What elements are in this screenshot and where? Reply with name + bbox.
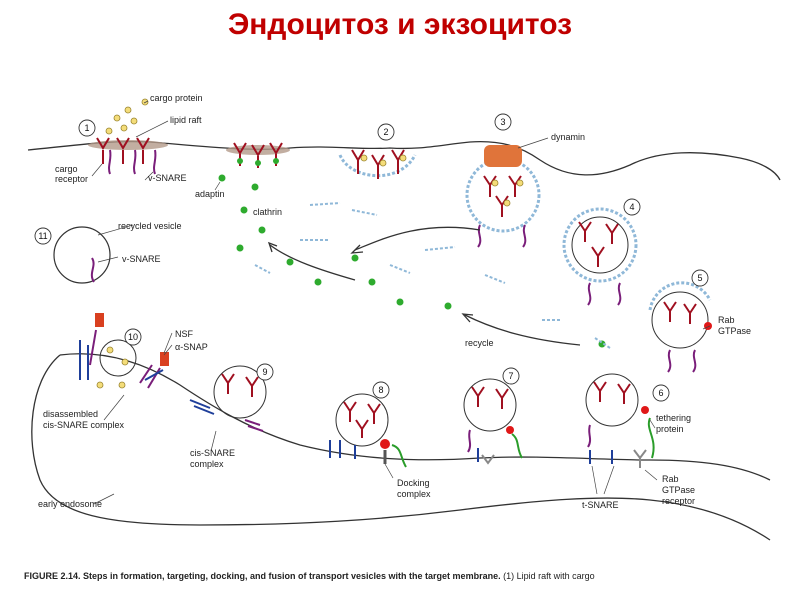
figure-caption: FIGURE 2.14. Steps in formation, targeti…: [24, 571, 784, 581]
label-rab-gtpase-1: Rab: [718, 315, 735, 325]
step-marker-2: 2: [377, 123, 395, 141]
label-early-endosome: early endosome: [38, 499, 102, 509]
coated-vesicle-step4: [562, 207, 638, 306]
step-marker-10: 10: [124, 328, 142, 346]
label-cargo-receptor-2: receptor: [55, 174, 88, 184]
nsf-disassembly-step10: [79, 313, 169, 389]
svg-text:9: 9: [262, 367, 267, 377]
label-clathrin: clathrin: [253, 207, 282, 217]
svg-text:6: 6: [658, 388, 663, 398]
label-cis-snare-2: complex: [190, 459, 224, 469]
step-marker-4: 4: [623, 198, 641, 216]
early-endosome-membrane: [31, 354, 771, 541]
svg-text:2: 2: [383, 127, 388, 137]
label-recycle: recycle: [465, 338, 494, 348]
label-dynamin: dynamin: [551, 132, 585, 142]
svg-text:11: 11: [38, 231, 47, 241]
label-rab-gtpase-2: GTPase: [718, 326, 751, 336]
vesicle-step6: [585, 373, 655, 468]
dynamin-ring: [484, 145, 522, 167]
svg-text:4: 4: [629, 202, 634, 212]
cargo-receptors-step1: [96, 137, 157, 175]
step-markers: 1 2 3 4 5 6 7 8 9 10 11: [34, 113, 709, 402]
step-marker-8: 8: [372, 381, 390, 399]
cargo-proteins: [105, 98, 149, 135]
figure-caption-rest: (1) Lipid raft with cargo: [500, 571, 595, 581]
label-rab-receptor-3: receptor: [662, 496, 695, 506]
label-tethering-2: protein: [656, 424, 684, 434]
svg-text:1: 1: [84, 123, 89, 133]
label-v-snare: v-SNARE: [148, 173, 187, 183]
label-rab-receptor-1: Rab: [662, 474, 679, 484]
recycled-vesicle-step11: [53, 226, 111, 284]
svg-text:10: 10: [128, 332, 138, 342]
adaptin-dots: [218, 158, 606, 348]
slide-title: Эндоцитоз и экзоцитоз: [227, 8, 573, 41]
free-clathrin: [254, 202, 611, 349]
label-cargo-receptor-1: cargo: [55, 164, 78, 174]
vesicle-step8: [329, 393, 407, 468]
label-rab-receptor-2: GTPase: [662, 485, 695, 495]
label-lipid-raft: lipid raft: [170, 115, 202, 125]
step-marker-1: 1: [78, 119, 96, 137]
label-tethering-1: tethering: [656, 413, 691, 423]
vesicle-step5: [648, 281, 712, 373]
label-nsf: NSF: [175, 329, 194, 339]
step-marker-9: 9: [256, 363, 274, 381]
step-marker-3: 3: [494, 113, 512, 131]
vesicle-step7: [463, 378, 523, 465]
label-v-snare-recycled: v-SNARE: [122, 254, 161, 264]
label-t-snare: t-SNARE: [582, 500, 619, 510]
label-docking-1: Docking: [397, 478, 430, 488]
recycle-arrows: [267, 226, 581, 346]
label-cis-snare-1: cis-SNARE: [190, 448, 235, 458]
label-disassembled-1: disassembled: [43, 409, 98, 419]
budding-vesicle-step3: [465, 145, 541, 248]
figure-caption-bold: FIGURE 2.14. Steps in formation, targeti…: [24, 571, 501, 581]
svg-text:7: 7: [508, 371, 513, 381]
step-marker-6: 6: [652, 384, 670, 402]
plasma-membrane: [27, 140, 781, 181]
label-disassembled-2: cis-SNARE complex: [43, 420, 125, 430]
label-cargo-protein: cargo protein: [150, 93, 203, 103]
step-marker-7: 7: [502, 367, 520, 385]
svg-text:8: 8: [378, 385, 383, 395]
coated-pit-step2: [338, 149, 417, 179]
lipid-raft: [88, 140, 290, 155]
svg-text:5: 5: [697, 273, 702, 283]
label-adaptin: adaptin: [195, 189, 225, 199]
label-docking-2: complex: [397, 489, 431, 499]
svg-text:3: 3: [500, 117, 505, 127]
label-recycled-vesicle: recycled vesicle: [118, 221, 182, 231]
vesicle-step9: [189, 365, 267, 432]
step-marker-11: 11: [34, 227, 52, 245]
label-alpha-snap: α-SNAP: [175, 342, 208, 352]
step-marker-5: 5: [691, 269, 709, 287]
leader-lines: [91, 100, 711, 505]
